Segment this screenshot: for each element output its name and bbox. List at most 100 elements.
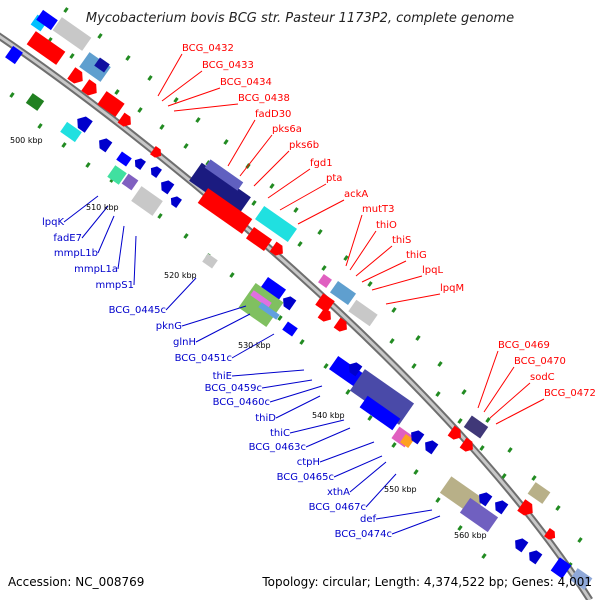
gene-block xyxy=(359,395,401,431)
genome-backbone xyxy=(0,32,593,600)
leader-line-reverse xyxy=(305,427,351,448)
gene-block xyxy=(527,482,551,504)
tick-mark xyxy=(61,142,67,148)
leader-line-reverse xyxy=(195,313,251,343)
leader-line-forward xyxy=(385,293,441,305)
kbp-label: 530 kbp xyxy=(238,341,271,350)
gene-label-forward: BCG_0470 xyxy=(514,356,566,367)
gene-features xyxy=(5,9,593,590)
tick-mark xyxy=(159,124,165,130)
tick-mark xyxy=(114,89,120,95)
leader-line-reverse xyxy=(349,461,387,493)
tick-mark xyxy=(195,117,201,123)
tick-mark xyxy=(323,363,329,369)
tick-mark xyxy=(411,363,417,369)
gene-label-forward: fadD30 xyxy=(255,109,291,120)
gene-block xyxy=(36,9,58,31)
gene-label-forward: BCG_0432 xyxy=(182,43,234,54)
gene-label-reverse: BCG_0463c xyxy=(249,442,306,453)
gene-arrow xyxy=(317,307,331,322)
gene-block xyxy=(459,497,499,533)
gene-block xyxy=(52,17,92,51)
leader-line-forward xyxy=(157,53,183,97)
tick-mark xyxy=(37,123,43,129)
gene-label-reverse: mmpL1b xyxy=(54,248,98,259)
gene-label-reverse: thiE xyxy=(213,371,232,382)
gene-block xyxy=(121,173,139,191)
tick-mark xyxy=(479,445,485,451)
tick-mark xyxy=(481,553,487,559)
gene-label-reverse: BCG_0465c xyxy=(277,472,334,483)
gene-block xyxy=(315,293,335,313)
tick-mark xyxy=(457,525,463,531)
kbp-label: 500 kbp xyxy=(10,136,43,145)
tick-mark xyxy=(531,475,537,481)
leader-line-reverse xyxy=(81,205,109,239)
gene-arrow xyxy=(459,437,473,452)
leader-line-forward xyxy=(267,168,311,199)
gene-label-reverse: glnH xyxy=(173,337,196,348)
gene-label-reverse: BCG_0474c xyxy=(335,529,392,540)
tick-mark xyxy=(183,233,189,239)
tick-mark xyxy=(321,265,327,271)
gene-arrow xyxy=(150,166,162,178)
gene-label-forward: lpqL xyxy=(422,265,443,276)
tick-mark xyxy=(85,162,91,168)
tick-mark xyxy=(251,200,257,206)
gene-block xyxy=(131,186,163,216)
leader-line-forward xyxy=(483,366,515,413)
leader-line-forward xyxy=(361,260,407,283)
leader-line-forward xyxy=(173,103,239,112)
gene-block xyxy=(202,253,218,269)
kbp-label: 550 kbp xyxy=(384,485,417,494)
gene-arrow xyxy=(515,538,529,553)
gene-arrow xyxy=(77,116,93,133)
gene-label-reverse: BCG_0460c xyxy=(213,397,270,408)
leader-line-reverse xyxy=(261,379,313,389)
leader-line-reverse xyxy=(117,225,125,270)
gene-label-forward: pks6a xyxy=(272,124,302,135)
tick-mark xyxy=(437,361,443,367)
leader-line-forward xyxy=(477,350,499,409)
tick-mark xyxy=(577,537,583,543)
leader-line-forward xyxy=(167,87,221,107)
gene-block xyxy=(79,52,111,82)
kbp-label: 520 kbp xyxy=(164,271,197,280)
label-leader-lines xyxy=(63,53,545,535)
gene-block xyxy=(107,165,127,185)
leader-line-reverse xyxy=(97,215,115,254)
gene-label-forward: fgd1 xyxy=(310,158,333,169)
gene-block xyxy=(197,188,253,234)
gene-label-reverse: BCG_0451c xyxy=(175,353,232,364)
leader-line-forward xyxy=(161,70,203,102)
gene-label-reverse: thiD xyxy=(255,413,276,424)
gene-label-forward: pks6b xyxy=(289,140,319,151)
tick-mark xyxy=(69,53,75,59)
leader-line-forward xyxy=(495,398,545,425)
tick-mark xyxy=(435,391,441,397)
tick-mark xyxy=(277,315,283,321)
gene-label-reverse: xthA xyxy=(327,487,350,498)
gene-arrow xyxy=(99,138,113,153)
gene-label-reverse: BCG_0445c xyxy=(109,305,166,316)
gene-arrow xyxy=(150,146,162,158)
gene-arrow xyxy=(425,440,439,455)
gene-label-reverse: pknG xyxy=(156,321,182,332)
leader-line-forward xyxy=(253,150,290,187)
gene-label-reverse: lpqK xyxy=(42,217,64,228)
tick-mark xyxy=(63,7,69,13)
gene-arrow xyxy=(495,500,509,515)
tick-mark xyxy=(147,75,153,81)
gene-block xyxy=(97,91,125,117)
gene-label-forward: BCG_0438 xyxy=(238,93,290,104)
gene-label-forward: pta xyxy=(326,173,342,184)
gene-arrow xyxy=(517,499,533,516)
gene-label-reverse: BCG_0467c xyxy=(309,502,366,513)
leader-line-reverse xyxy=(289,419,345,434)
tick-mark xyxy=(97,33,103,39)
gene-label-forward: BCG_0434 xyxy=(220,77,272,88)
tick-mark xyxy=(299,339,305,345)
gene-arrow xyxy=(447,425,461,440)
leader-line-reverse xyxy=(231,333,275,359)
